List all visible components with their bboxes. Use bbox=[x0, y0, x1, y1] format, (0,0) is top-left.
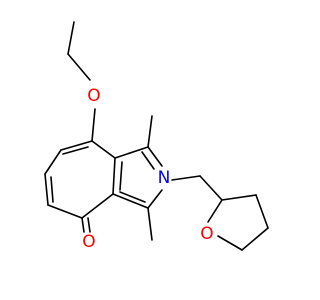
bond-thf-o-c2 bbox=[207, 199, 223, 223]
bond-ch2-thf-c2 bbox=[199, 175, 223, 201]
bond-c6-c5 bbox=[44, 173, 49, 206]
bond-c1-n bbox=[147, 146, 163, 167]
bond-o-c8 bbox=[91, 108, 96, 142]
bond-c8a-c1 bbox=[114, 146, 149, 159]
ether-oxygen-label: O bbox=[87, 86, 100, 106]
bond-c6-c5-double bbox=[50, 176, 54, 203]
molecule-drawing: O N O O bbox=[44, 21, 269, 252]
bond-c3-c3a bbox=[112, 193, 149, 209]
bond-thf-c5-o bbox=[217, 235, 243, 251]
bond-c8a-c8 bbox=[91, 140, 116, 159]
bond-c3-methyl bbox=[147, 207, 153, 241]
bond-c8-c7 bbox=[60, 140, 93, 151]
atom-labels: O N O O bbox=[82, 86, 213, 252]
bond-c4-o-ketone bbox=[81, 217, 85, 233]
bonds bbox=[44, 21, 269, 251]
ketone-oxygen-label: O bbox=[82, 232, 95, 252]
bond-c4-o-ketone-double bbox=[87, 217, 91, 233]
thf-oxygen-label: O bbox=[200, 224, 213, 244]
bond-c4-c3a bbox=[81, 193, 114, 219]
bond-thf-c2-c3 bbox=[221, 194, 257, 201]
bond-c7-c6 bbox=[44, 149, 62, 175]
bond-c3-c3a-double bbox=[119, 191, 146, 203]
bond-n-ch2 bbox=[171, 175, 201, 181]
ring-nitrogen-label: N bbox=[158, 168, 171, 188]
bond-thf-c4-c5 bbox=[241, 227, 269, 251]
structure-canvas: O N O O bbox=[44, 21, 269, 252]
bond-ethyl-ch2-o bbox=[67, 53, 91, 81]
bond-c3a-c8a-double bbox=[119, 161, 123, 191]
bond-thf-c3-c4 bbox=[255, 194, 269, 229]
bond-ethyl-ch3-ch2 bbox=[67, 21, 75, 55]
bond-c3a-c8a bbox=[112, 157, 116, 195]
bond-c8-c7-double bbox=[62, 146, 89, 155]
bond-n-c3 bbox=[147, 189, 163, 209]
bond-c5-c4 bbox=[47, 204, 83, 219]
bond-c1-n-double bbox=[141, 151, 155, 170]
bond-c1-methyl bbox=[147, 115, 153, 148]
